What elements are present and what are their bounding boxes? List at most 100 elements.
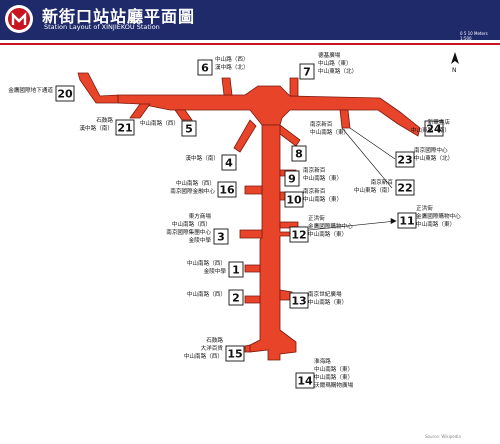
exit-label: 中山東路（南）	[411, 126, 450, 134]
exit-number: 20	[57, 88, 73, 101]
exit-number: 8	[295, 148, 303, 161]
exit-label: 南京世紀廣場	[308, 290, 342, 298]
exit-layer: 1中山南路（西）金陵中學2中山南路（西）3東方商場中山南路（西）南京國際集團中心…	[8, 51, 461, 389]
exit-box[interactable]	[291, 145, 307, 162]
exit-label: 中山南路（西）	[172, 220, 211, 228]
exit-label: 金鷹國際地下通道	[8, 86, 53, 94]
arrow-head-11	[390, 218, 397, 224]
corridor-trunk	[249, 124, 297, 361]
exit-box[interactable]	[115, 119, 135, 136]
corridor-exit-4	[233, 119, 257, 153]
exit-box[interactable]	[217, 181, 237, 198]
exit-label: 金陵中學	[204, 267, 227, 275]
exit-box[interactable]	[221, 154, 237, 171]
exit-box[interactable]	[395, 151, 415, 168]
exit-box[interactable]	[228, 289, 244, 306]
exit-label: 金鷹國際購物中心	[308, 222, 353, 230]
exit-label: 中山南路（西）	[140, 119, 179, 127]
corridor-exit-1	[244, 264, 261, 273]
exit-label: 中山南路（東）	[303, 174, 342, 182]
exit-label: 正洪街	[308, 214, 325, 222]
corridor-exit-15	[244, 344, 251, 353]
exit-number: 2	[232, 292, 240, 305]
exit-number: 7	[303, 66, 311, 79]
corridor-exit-6	[221, 77, 233, 96]
exit-number: 13	[291, 295, 306, 308]
exit-box[interactable]	[181, 120, 197, 137]
exit-label: 沃爾瑪購物廣場	[314, 381, 354, 389]
exit-1[interactable]: 1 中山南路（西）金陵中學	[187, 259, 244, 278]
north-label: N	[452, 67, 457, 74]
exit-label: 中山南路（東）	[303, 195, 342, 203]
exit-label: 中山南路（西）	[184, 352, 223, 360]
header-accent-stripe	[0, 43, 500, 45]
exit-2[interactable]: 2 中山南路（西）	[187, 289, 244, 306]
exit-box[interactable]	[55, 85, 75, 102]
exit-label: 南京國際金融中心	[170, 187, 215, 195]
exit-box[interactable]	[395, 179, 415, 196]
station-map: 1中山南路（西）金陵中學2中山南路（西）3東方商場中山南路（西）南京國際集團中心…	[8, 51, 461, 389]
exit-box[interactable]	[295, 372, 315, 389]
exit-label: 石鼓路	[96, 116, 113, 124]
exit-box[interactable]	[397, 212, 417, 229]
corridor-exit-7	[289, 77, 299, 97]
exit-label: 中山南路（西）	[187, 290, 226, 298]
exit-label: 大洋百貨	[201, 344, 224, 352]
exit-number: 1	[232, 264, 240, 277]
exit-box[interactable]	[289, 292, 309, 309]
exit-label: 中山東路（北）	[414, 154, 453, 162]
exit-box[interactable]	[284, 170, 300, 187]
exit-label: 中山南路（西）	[187, 259, 226, 267]
exit-label: 中山路（西）	[215, 55, 249, 63]
exit-label: 中山東路（北）	[318, 67, 357, 75]
exit-number: 4	[225, 157, 233, 170]
exit-label: 南京新百	[310, 120, 333, 128]
exit-label: 中山南路（東）	[308, 298, 347, 306]
exit-label: 中山南路（東）	[314, 365, 353, 373]
corridor-exit-16	[244, 185, 263, 195]
exit-box[interactable]	[228, 261, 244, 278]
exit-number: 9	[288, 173, 296, 186]
exit-number: 15	[227, 348, 242, 361]
exit-box[interactable]	[225, 345, 245, 362]
exit-label: 中山南路（東）	[416, 220, 455, 228]
exit-number: 16	[219, 184, 235, 197]
header-bar	[0, 0, 500, 40]
exit-label: 石鼓路	[206, 336, 223, 344]
exit-label: 金陵中學	[189, 236, 212, 244]
exit-label: 新華書店	[428, 118, 451, 126]
exit-box[interactable]	[197, 59, 213, 76]
exit-label: 南京國際中心	[414, 146, 448, 154]
page-title: 新街口站站廳平面圖	[42, 7, 196, 26]
corridor-exit-21	[129, 103, 151, 119]
exit-number: 11	[399, 215, 414, 228]
footer-source: Source: Wikipedia	[425, 434, 461, 439]
exit-box[interactable]	[284, 191, 304, 208]
exit-box[interactable]	[424, 120, 444, 137]
exit-box[interactable]	[299, 63, 315, 80]
exit-box[interactable]	[289, 226, 309, 243]
metro-logo-icon	[5, 5, 33, 33]
exit-label: 南京新百	[303, 187, 326, 195]
exit-20[interactable]: 20 金鷹國際地下通道	[8, 85, 75, 102]
exit-label: 中山南路（東）	[314, 373, 353, 381]
exit-box[interactable]	[213, 228, 229, 245]
